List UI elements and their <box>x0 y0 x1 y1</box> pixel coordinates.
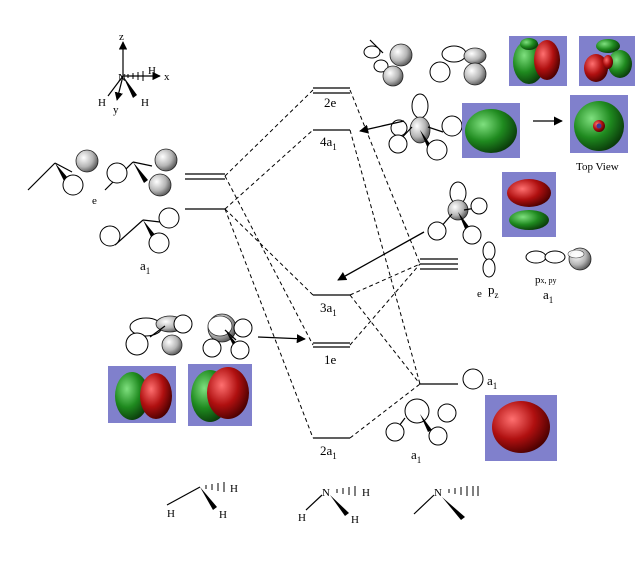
pz-label: pz <box>488 282 499 300</box>
pxpy-label: px, py <box>535 274 557 286</box>
molecule-nh3: N H H H <box>298 486 370 526</box>
right-s-orbital <box>462 368 484 390</box>
4a1-orbital-drawing <box>388 93 463 161</box>
1e-orbital-drawing-2 <box>202 313 253 360</box>
pxpy-orbital-drawing <box>525 250 566 264</box>
2e-isosurface-1 <box>509 36 567 86</box>
axis-x-label: x <box>164 71 170 83</box>
1e-isosurface-1 <box>108 366 176 423</box>
ch3-h3: H <box>219 509 227 521</box>
left-e-orbital-1 <box>27 149 99 196</box>
level-1e <box>313 342 350 348</box>
s-orbital-sphere <box>567 247 592 271</box>
top-view-label: Top View <box>576 161 619 173</box>
axis-z-label: z <box>119 31 124 43</box>
2e-orbital-drawing-2 <box>429 45 487 86</box>
left-e-orbital-2 <box>104 148 178 197</box>
3a1-arrow <box>337 231 425 281</box>
1e-orbital-drawing-1 <box>125 314 193 356</box>
molecule-n-fragment: N <box>413 486 479 520</box>
1e-isosurface-2 <box>188 364 252 426</box>
pz-orbital-drawing <box>482 241 496 278</box>
2a1-orbital-drawing <box>385 398 457 446</box>
axis-h3-label: H <box>141 97 149 109</box>
level-2e <box>313 87 350 94</box>
nh3-n: N <box>322 487 330 499</box>
axis-n-label: N <box>118 72 126 84</box>
3a1-orbital-drawing <box>427 181 488 245</box>
nh3-h1: H <box>362 487 370 499</box>
label-3a1: 3a1 <box>320 300 337 318</box>
4a1-isosurface <box>462 103 520 158</box>
left-e-level <box>185 173 225 180</box>
molecule-ch3-fragment: H H H <box>166 482 238 521</box>
left-a1-label: a1 <box>140 258 150 276</box>
axis-h2-label: H <box>98 97 106 109</box>
ch3-h1: H <box>230 483 238 495</box>
axis-y-label: y <box>113 104 119 116</box>
left-a1-orbital <box>99 207 180 254</box>
1e-arrow <box>257 334 306 344</box>
label-2a1: 2a1 <box>320 443 337 461</box>
nh3-h2: H <box>298 512 306 524</box>
axes-icon: z x y N H H H <box>98 31 170 116</box>
label-2e: 2e <box>324 95 337 110</box>
correlation-lines <box>224 89 421 439</box>
left-e-label: e <box>92 195 97 207</box>
nh3-h3: H <box>351 514 359 526</box>
2a1-bottom-label: a1 <box>411 447 421 465</box>
ch3-h2: H <box>167 508 175 520</box>
2a1-isosurface <box>485 395 557 461</box>
2e-isosurface-2 <box>579 36 635 86</box>
axis-h1-label: H <box>148 65 156 77</box>
pz-e-label: e <box>477 288 482 300</box>
right-a1-label: a1 <box>543 287 553 305</box>
2e-orbital-drawing-1 <box>363 39 413 87</box>
4a1-top-view-isosurface <box>570 95 628 153</box>
right-s-label: a1 <box>487 373 497 391</box>
4a1-arrow <box>359 120 405 134</box>
3a1-isosurface <box>502 172 556 237</box>
label-4a1: 4a1 <box>320 134 337 152</box>
label-1e: 1e <box>324 352 337 367</box>
right-p-level <box>420 258 458 270</box>
n-fragment-n: N <box>434 487 442 499</box>
